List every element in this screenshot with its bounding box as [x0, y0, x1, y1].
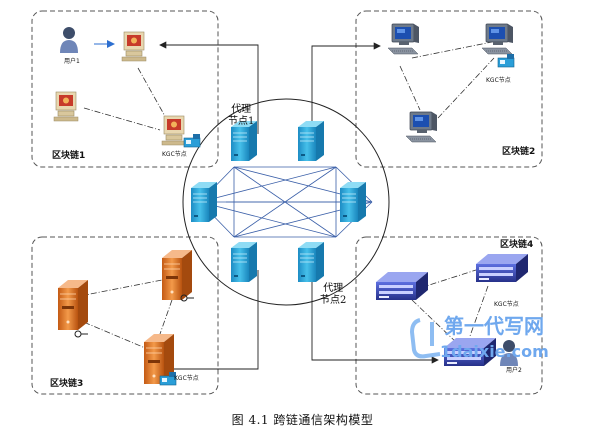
chain2-kgc-label: KGC节点	[486, 77, 511, 84]
chain4-kgc-label: KGC节点	[494, 301, 519, 308]
chain3-key-icon-a	[74, 330, 88, 338]
blockchain-group-1	[31, 10, 219, 168]
figure-caption: 图 4.1 跨链通信架构模型	[231, 413, 374, 427]
intra-chain-links	[73, 41, 495, 351]
chain3-label: 区块链3	[50, 379, 84, 389]
chain4-rack-kgc	[476, 254, 528, 282]
chain3-server-a	[57, 279, 89, 331]
relay-server-2	[297, 120, 325, 162]
cross-chain-arrows	[94, 40, 439, 373]
watermark-logo	[409, 318, 441, 359]
relay-server-5	[230, 241, 258, 283]
chain1-kgc-label: KGC节点	[162, 151, 187, 158]
watermark-title: 第一代写网	[444, 314, 544, 338]
chain2-kgc-device-icon	[497, 53, 515, 68]
chain2-computer-kgc	[481, 23, 514, 55]
blockchain-group-3	[31, 236, 219, 395]
proxy-node-2-label: 代理 节点2	[320, 283, 346, 307]
user1-person-icon	[60, 27, 78, 53]
chain3-server-b	[161, 249, 193, 301]
chain1-computer-b	[53, 91, 79, 122]
chain3-key-icon-b	[180, 294, 194, 302]
proxy-node-2-line2: 节点2	[320, 295, 347, 306]
user1-label: 用户1	[64, 58, 80, 65]
proxy-node-2-line1: 代理	[323, 283, 344, 294]
chain1-computer-kgc	[161, 115, 187, 146]
relay-server-3	[190, 181, 218, 223]
user2-label: 用户2	[506, 367, 522, 374]
proxy-node-1-label: 代理 节点1	[228, 104, 254, 128]
chain4-rack-a	[376, 272, 428, 300]
chain1-label: 区块链1	[52, 151, 86, 161]
chain1-kgc-device-icon	[183, 133, 201, 148]
chain3-kgc-label: KGC节点	[174, 375, 199, 382]
chain2-computer-a	[387, 23, 420, 55]
relay-server-6	[297, 241, 325, 283]
relay-ring	[182, 98, 390, 306]
watermark-url: 1daixie.com	[440, 342, 549, 361]
proxy-node-1-line1: 代理	[231, 104, 252, 115]
chain2-label: 区块链2	[502, 147, 536, 157]
blockchain-group-2	[355, 10, 543, 168]
proxy-node-1-line2: 节点1	[228, 116, 255, 127]
chain1-computer-a	[121, 31, 147, 62]
blockchain-group-4	[355, 236, 543, 395]
chain2-computer-b	[405, 111, 438, 143]
chain4-label: 区块链4	[500, 240, 534, 250]
relay-server-4	[339, 181, 367, 223]
